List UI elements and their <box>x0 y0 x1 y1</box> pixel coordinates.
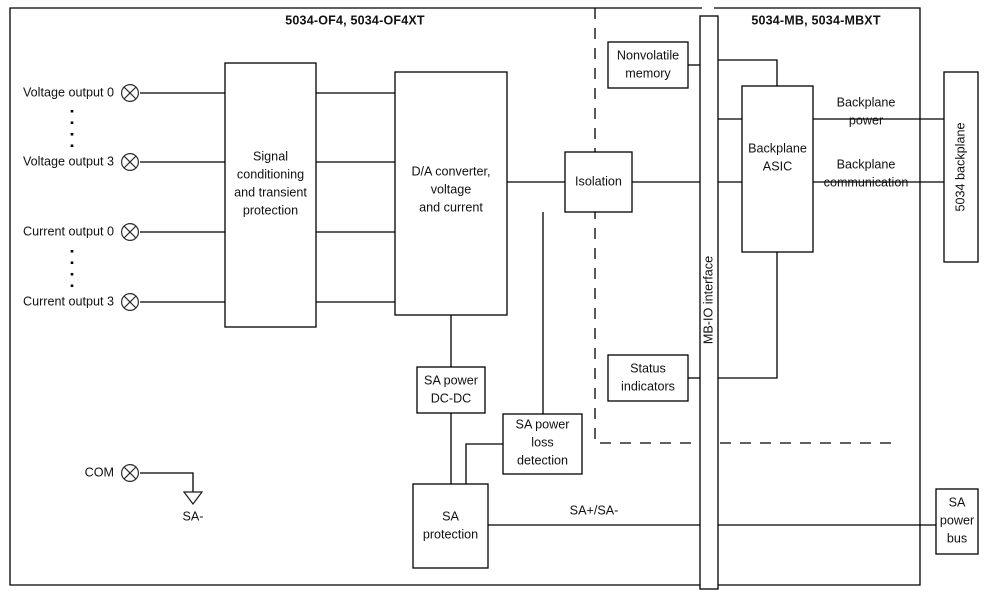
sa-minus-reference-arrow <box>182 491 204 505</box>
block-da-converter-line1: D/A converter, <box>411 164 490 178</box>
port-label-current-output-3: Current output 3 <box>23 294 114 308</box>
block-nonvolatile-memory-line2: memory <box>625 66 671 80</box>
terminal-current-output-3 <box>120 293 139 312</box>
label-backplane-communication-line2: communication <box>824 175 909 189</box>
block-sa-power-bus-line3: bus <box>947 531 967 545</box>
port-label-voltage-output-0: Voltage output 0 <box>23 85 114 99</box>
block-status-indicators <box>607 354 689 402</box>
block-signal-conditioning <box>224 62 317 328</box>
panel-title-of4: 5034-OF4, 5034-OF4XT <box>285 13 425 27</box>
port-label-current-output-0: Current output 0 <box>23 224 114 238</box>
block-isolation-label: Isolation <box>575 174 622 188</box>
block-sa-power-dcdc-line1: SA power <box>424 373 478 387</box>
block-sa-power-dcdc-line2: DC-DC <box>431 391 472 405</box>
block-sa-protection <box>412 483 489 569</box>
terminal-com <box>120 464 139 483</box>
label-backplane-power-line1: Backplane <box>837 95 896 109</box>
block-sa-protection-line1: SA <box>442 509 459 523</box>
block-signal-conditioning-line4: protection <box>243 203 298 217</box>
block-sa-power-loss-detection <box>502 413 583 475</box>
block-5034-backplane-label: 5034 backplane <box>953 123 967 212</box>
block-backplane-asic-line1: Backplane <box>748 141 807 155</box>
block-status-indicators-line2: indicators <box>621 379 675 393</box>
block-da-converter-line3: and current <box>419 200 483 214</box>
block-sa-power-loss-line2: loss <box>531 435 553 449</box>
wire-mbio-to-asic-upper-branch <box>718 59 778 86</box>
port-label-com: COM <box>85 465 114 479</box>
block-da-converter-line2: voltage <box>431 182 472 196</box>
block-backplane-asic-line2: ASIC <box>763 159 792 173</box>
label-backplane-communication-line1: Backplane <box>837 157 896 171</box>
terminal-voltage-output-3 <box>120 153 139 172</box>
wire-com-to-sa-minus <box>140 472 194 492</box>
label-backplane-power-line2: power <box>849 113 883 127</box>
block-mb-io-interface-label: MB-IO interface <box>701 256 715 344</box>
block-status-indicators-line1: Status <box>630 361 666 375</box>
block-sa-power-dcdc <box>416 366 486 414</box>
block-sa-protection-line2: protection <box>423 527 478 541</box>
block-sa-power-bus-line2: power <box>940 513 974 527</box>
port-label-voltage-output-3: Voltage output 3 <box>23 154 114 168</box>
block-nonvolatile-memory-line1: Nonvolatile <box>617 48 679 62</box>
block-nonvolatile-memory <box>607 41 689 89</box>
block-da-converter <box>394 71 508 316</box>
panel-title-mb: 5034-MB, 5034-MBXT <box>751 13 881 27</box>
label-sa-minus: SA- <box>183 509 204 523</box>
block-5034-backplane <box>943 71 979 263</box>
block-mb-io-interface <box>699 15 719 590</box>
block-backplane-asic <box>741 85 814 253</box>
block-sa-power-bus <box>935 488 979 555</box>
terminal-voltage-output-0 <box>120 83 139 102</box>
block-sa-power-bus-line1: SA <box>949 495 966 509</box>
wire-sa-loss-to-sa-protection <box>465 443 503 484</box>
block-sa-power-loss-line3: detection <box>517 453 568 467</box>
block-signal-conditioning-line3: and transient <box>234 185 307 199</box>
label-sa-plus-minus: SA+/SA- <box>570 503 619 517</box>
block-sa-power-loss-line1: SA power <box>516 417 570 431</box>
terminal-current-output-0 <box>120 223 139 242</box>
panel-frame-mb <box>714 7 921 586</box>
wire-asic-to-mbio-lower-branch <box>718 252 778 379</box>
block-signal-conditioning-line2: conditioning <box>237 167 304 181</box>
block-signal-conditioning-line1: Signal <box>253 149 288 163</box>
panel-frame-of4 <box>9 7 702 586</box>
